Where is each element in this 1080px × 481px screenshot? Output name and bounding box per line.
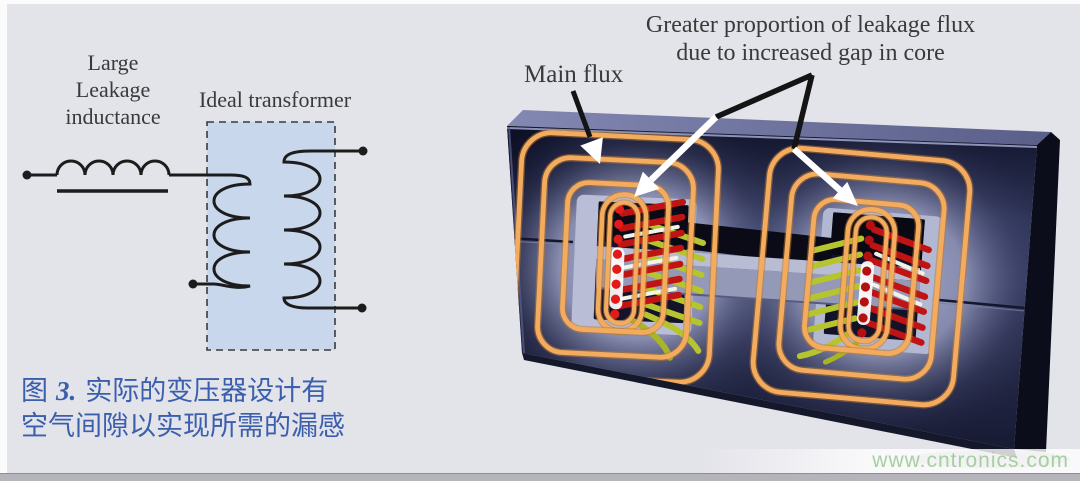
terminal-dot (358, 146, 368, 156)
wire-cross-sections (857, 220, 875, 338)
main-flux-arrow (570, 90, 603, 164)
core-right-face (1014, 132, 1060, 452)
page-border-top (0, 0, 1080, 4)
core-top-face (507, 110, 1051, 145)
ideal-transformer-label: Ideal transformer (198, 87, 352, 112)
flux-loops-left (508, 129, 723, 386)
page-bottom-bar (0, 473, 1080, 481)
figure-caption: 图 3. 实际的变压器设计有 空气间隙以实现所需的漏感 (21, 374, 461, 444)
primary-coil (197, 173, 252, 289)
caption-line1-text: 实际的变压器设计有 (85, 376, 329, 406)
caption-figure-number: 3. (56, 376, 77, 406)
terminal-dot (357, 303, 367, 313)
wire-cross-sections (610, 204, 625, 319)
leakage-arrow-left (634, 72, 814, 197)
circuit-schematic (22, 121, 368, 351)
transformer-core-3d (507, 110, 1070, 468)
watermark-band (700, 449, 1080, 474)
caption-line2: 空气间隙以实现所需的漏感 (21, 411, 345, 441)
caption-figure-prefix: 图 (21, 376, 48, 406)
caption-line1: 图 3. 实际的变压器设计有 (21, 374, 461, 409)
core-bottom-face (522, 353, 1017, 458)
inductor-label: Large Leakage inductance (65, 50, 161, 129)
secondary-coil (282, 149, 359, 310)
flux-loops-right (749, 144, 974, 409)
ideal-transformer-box (206, 121, 336, 351)
leakage-flux-label: Greater proportion of leakage flux due t… (645, 12, 976, 67)
leakage-inductor-symbol (55, 159, 171, 176)
page-border-left (0, 0, 7, 473)
air-gap-shadow (684, 222, 832, 266)
leakage-flux-loop-left (594, 191, 650, 335)
main-flux-label: Main flux (524, 61, 624, 88)
terminal-dot (188, 279, 198, 289)
leakage-arrow-right (791, 74, 858, 206)
terminal-dot (22, 170, 32, 180)
watermark: www.cntronics.com (872, 449, 1069, 472)
